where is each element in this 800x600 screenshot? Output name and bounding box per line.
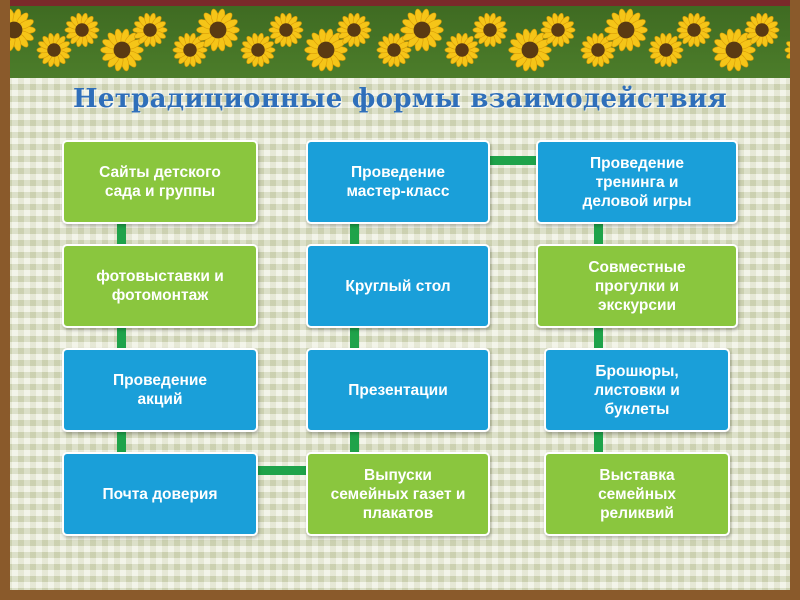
sunflower-icon bbox=[240, 32, 276, 68]
box-label: Проведение акций bbox=[113, 372, 207, 408]
sunflower-icon bbox=[744, 12, 780, 48]
connector-line bbox=[350, 326, 359, 350]
connector-line bbox=[594, 326, 603, 350]
sunflower-icon bbox=[400, 8, 444, 52]
sunflower-icon bbox=[712, 28, 756, 72]
sunflower-banner bbox=[0, 0, 800, 78]
connector-line bbox=[117, 326, 126, 350]
box-c1-r3: Проведение акций bbox=[62, 348, 258, 432]
connector-line bbox=[594, 222, 603, 246]
sunflower-icon bbox=[268, 12, 304, 48]
sunflower-icon bbox=[580, 32, 616, 68]
sunflower-icon bbox=[172, 32, 208, 68]
sunflower-border-image bbox=[0, 8, 800, 72]
sunflower-icon bbox=[132, 12, 168, 48]
box-c3-r2: Совместные прогулки и экскурсии bbox=[536, 244, 738, 328]
box-c2-r2: Круглый стол bbox=[306, 244, 490, 328]
box-label: Круглый стол bbox=[345, 277, 451, 295]
page-title: Нетрадиционные формы взаимодействия bbox=[73, 84, 727, 114]
connector-line bbox=[594, 430, 603, 454]
sunflower-icon bbox=[336, 12, 372, 48]
sunflower-icon bbox=[100, 28, 144, 72]
sunflower-icon bbox=[0, 8, 36, 52]
box-label: фотовыставки и фотомонтаж bbox=[96, 268, 224, 304]
box-c1-r2: фотовыставки и фотомонтаж bbox=[62, 244, 258, 328]
sunflower-icon bbox=[196, 8, 240, 52]
box-c3-r4: Выставка семейных реликвий bbox=[544, 452, 730, 536]
sunflower-icon bbox=[36, 32, 72, 68]
connector-line bbox=[488, 156, 538, 165]
box-label: Презентации bbox=[348, 381, 448, 399]
box-label: Почта доверия bbox=[102, 485, 218, 503]
box-label: Выставка семейных реликвий bbox=[598, 466, 676, 522]
sunflower-icon bbox=[64, 12, 100, 48]
sunflower-icon bbox=[540, 12, 576, 48]
box-c1-r1: Сайты детского сада и группы bbox=[62, 140, 258, 224]
box-c3-r3: Брошюры, листовки и буклеты bbox=[544, 348, 730, 432]
box-label: Проведение тренинга и деловой игры bbox=[582, 154, 692, 210]
box-c3-r1: Проведение тренинга и деловой игры bbox=[536, 140, 738, 224]
sunflower-icon bbox=[508, 28, 552, 72]
sunflower-icon bbox=[472, 12, 508, 48]
connector-line bbox=[258, 466, 308, 475]
sunflower-icon bbox=[676, 12, 712, 48]
box-c2-r3: Презентации bbox=[306, 348, 490, 432]
box-label: Брошюры, листовки и буклеты bbox=[594, 362, 680, 418]
sunflower-icon bbox=[604, 8, 648, 52]
box-c1-r4: Почта доверия bbox=[62, 452, 258, 536]
connector-line bbox=[350, 222, 359, 246]
connector-line bbox=[117, 222, 126, 246]
connector-line bbox=[350, 430, 359, 454]
box-label: Совместные прогулки и экскурсии bbox=[588, 258, 686, 314]
box-label: Выпуски семейных газет и плакатов bbox=[330, 466, 466, 522]
sunflower-icon bbox=[444, 32, 480, 68]
box-label: Сайты детского сада и группы bbox=[99, 164, 221, 200]
connector-line bbox=[117, 430, 126, 454]
sunflower-icon bbox=[648, 32, 684, 68]
box-c2-r1: Проведение мастер-класс bbox=[306, 140, 490, 224]
box-c2-r4: Выпуски семейных газет и плакатов bbox=[306, 452, 490, 536]
box-label: Проведение мастер-класс bbox=[346, 164, 450, 200]
sunflower-icon bbox=[784, 32, 800, 68]
sunflower-icon bbox=[304, 28, 348, 72]
